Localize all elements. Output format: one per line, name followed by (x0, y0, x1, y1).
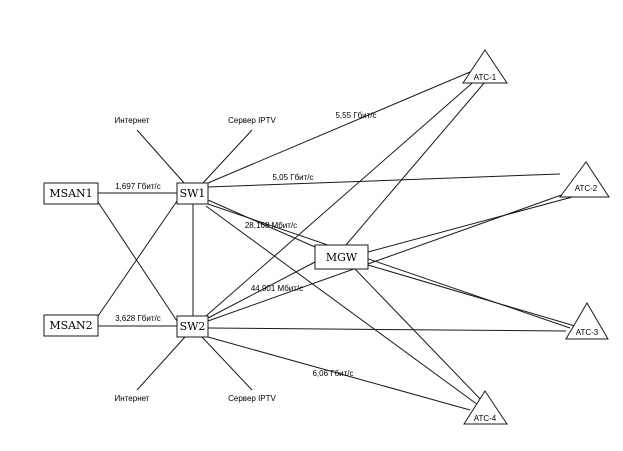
internet-bottom-label: Интернет (115, 394, 150, 403)
link-sw2-ats1 (205, 77, 479, 317)
msan1-label: MSAN1 (49, 187, 92, 200)
mgw-node: MGW (314, 244, 369, 270)
link-sw2-internet (136, 336, 186, 391)
link-mgw-ats1 (345, 81, 486, 246)
sw2-ats4-rate: 6,06 Гбит/с (312, 369, 353, 378)
sw2-node: SW2 (176, 315, 209, 338)
ats1-node: АТС-1 (462, 49, 508, 84)
ats3-label: АТС-3 (576, 328, 599, 337)
ats2-label: АТС-2 (575, 184, 598, 193)
link-sw1-ats3 (207, 203, 571, 329)
link-sw2-ats4 (207, 336, 471, 411)
sw1-mgw-rate: 28,168 Мбит/с (245, 221, 297, 230)
link-mgw-ats2 (367, 195, 577, 253)
link-sw2-mgw (207, 261, 316, 319)
link-sw1-iptv (201, 129, 253, 185)
internet-top-label: Интернет (115, 116, 150, 125)
msan1-sw1-rate: 1,697 Гбит/с (115, 182, 161, 191)
link-sw1-ats2 (207, 173, 561, 188)
link-mgw-ats3 (367, 264, 576, 327)
link-sw1-mgw (207, 199, 316, 248)
link-msan2-sw1 (97, 200, 178, 317)
ats4-label: АТС-4 (474, 414, 497, 423)
connections (97, 71, 577, 411)
mgw-label: MGW (326, 251, 358, 264)
link-sw2-ats2 (207, 192, 568, 322)
ats4-node: АТС-4 (463, 390, 508, 425)
link-sw1-ats1 (207, 71, 471, 184)
link-sw2-iptv (201, 336, 253, 391)
sw1-ats2-rate: 5,05 Гбит/с (272, 173, 313, 182)
msan1-node: MSAN1 (43, 182, 99, 205)
sw1-ats1-rate: 5,55 Гбит/с (335, 111, 376, 120)
iptv-top-label: Сервер IPTV (228, 116, 276, 125)
link-msan1-sw2 (97, 201, 178, 322)
sw2-mgw-rate: 44,901 Мбит/с (251, 284, 303, 293)
iptv-bottom-label: Сервер IPTV (228, 394, 276, 403)
msan2-sw2-rate: 3,628 Гбит/с (115, 314, 161, 323)
ats1-label: АТС-1 (474, 73, 497, 82)
msan2-label: MSAN2 (49, 319, 92, 332)
sw1-node: SW1 (176, 182, 209, 205)
msan2-node: MSAN2 (43, 314, 99, 337)
ats3-node: АТС-3 (565, 302, 609, 340)
sw2-label: SW2 (180, 320, 206, 333)
link-sw1-internet (136, 129, 186, 185)
link-sw2-ats3 (207, 327, 567, 332)
sw1-label: SW1 (180, 187, 206, 200)
link-sw1-ats4 (205, 205, 479, 406)
link-mgw-ats4 (354, 268, 486, 405)
ats2-node: АТС-2 (559, 161, 610, 198)
